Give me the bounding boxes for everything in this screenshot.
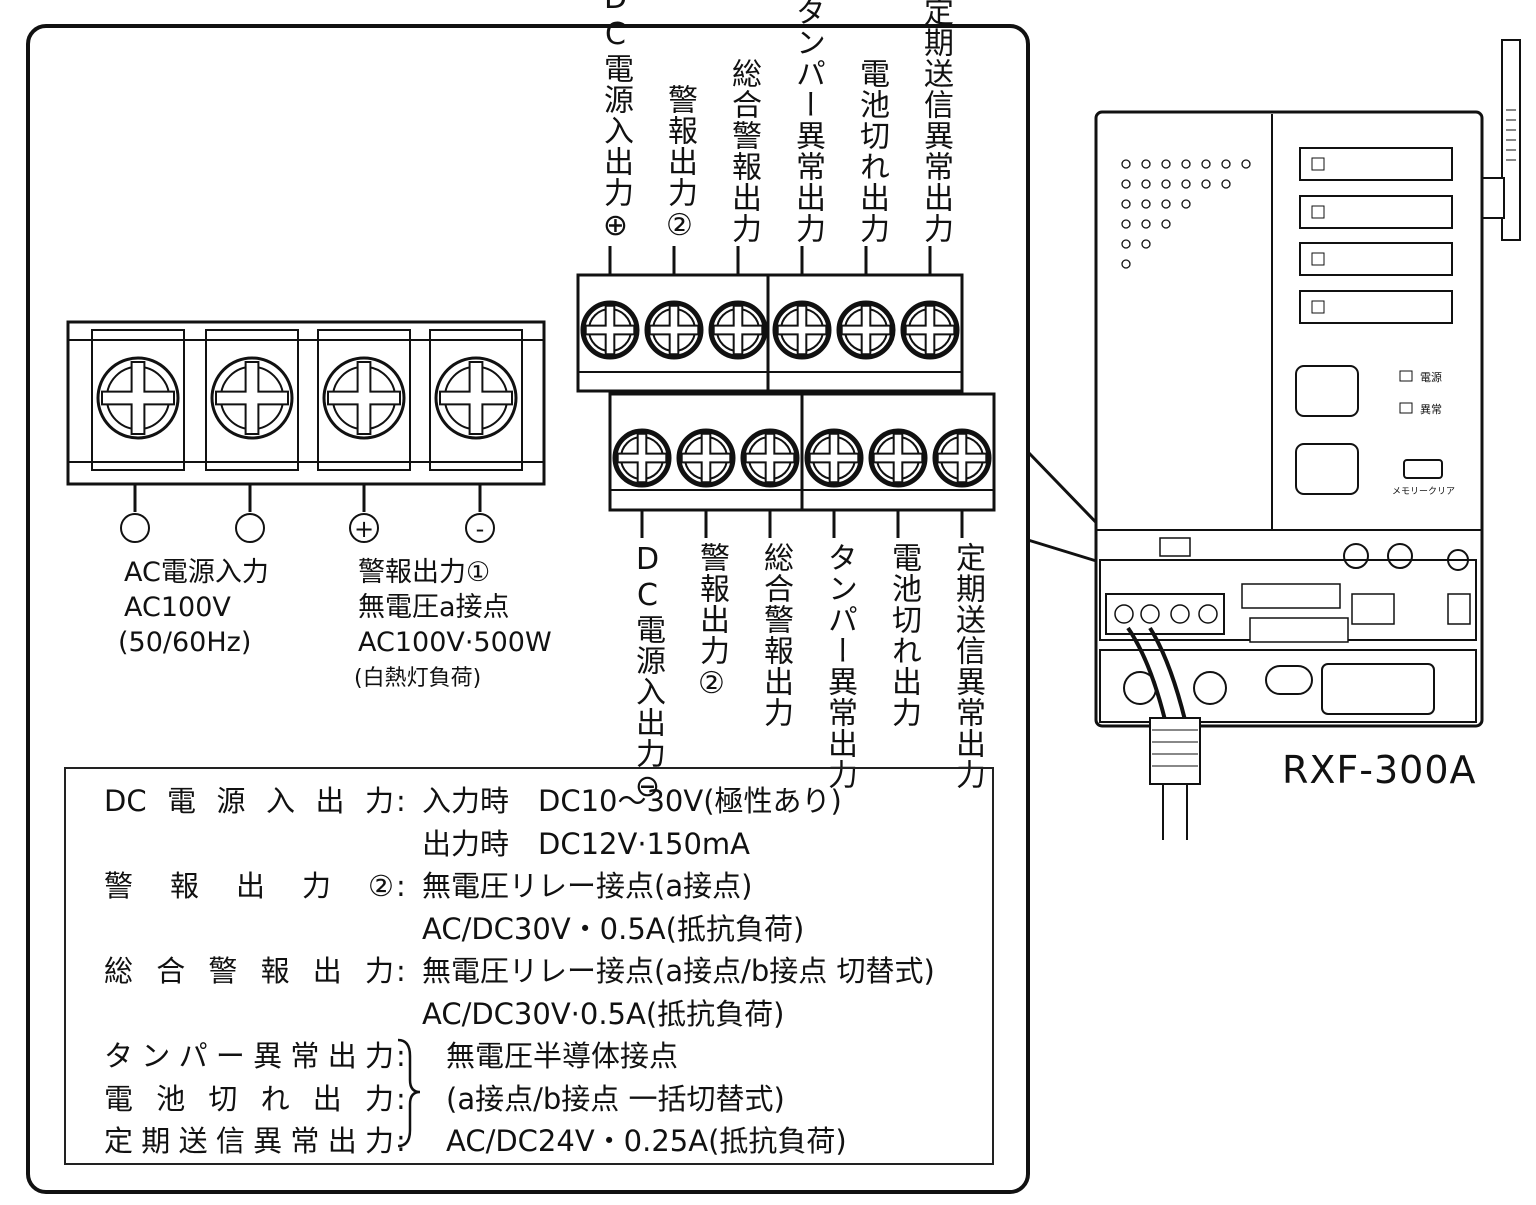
error-led-label: 異常: [1420, 403, 1442, 416]
bottom-label-5: 電池切れ出力: [881, 542, 925, 728]
top-label-5: 電池切れ出力: [849, 58, 893, 244]
bottom-screw-1: [612, 428, 672, 488]
spec-colon: :: [396, 784, 406, 818]
top-screw-4: [772, 300, 832, 360]
spec-colon: :: [396, 869, 406, 903]
ac-terminal-mark-1: [120, 513, 150, 543]
top-label-text: DC電源入出力: [598, 0, 633, 208]
device-illustration: 電源 異常 メモリークリア: [1094, 39, 1521, 840]
top-label-1: DC電源入出力⊕: [593, 0, 637, 244]
plus-sign: +: [354, 515, 374, 543]
bottom-terminal-block: [608, 392, 996, 538]
top-label-text: 電池切れ出力: [854, 58, 889, 244]
top-screw-2: [644, 300, 704, 360]
top-label-2: 警報出力②: [657, 84, 701, 244]
bottom-label-3: 総合警報出力: [753, 542, 797, 728]
top-label-4: タンパー異常出力: [785, 0, 829, 244]
spec-colon: :: [396, 1081, 406, 1116]
top-screw-5: [836, 300, 896, 360]
alarm-contact-label: 無電圧a接点: [358, 592, 510, 623]
callout-frame: [26, 24, 1030, 1194]
top-label-text: 総合警報出力: [726, 58, 761, 244]
alarm-rating-label: AC100V·500W: [358, 627, 552, 658]
spec-table: DC電源入出力: 入力時 DC10～30V(極性あり) 出力時 DC12V·150m…: [64, 767, 994, 1165]
bottom-label-text: DC電源入出力: [630, 542, 665, 769]
ac-screw-2: [210, 356, 294, 440]
top-label-6: 定期送信異常出力: [913, 0, 957, 244]
spec-label: DC電源入出力: [104, 784, 394, 818]
ac-screw-4: [434, 356, 518, 440]
bottom-label-sign: ②: [694, 666, 729, 702]
alarm-output-1-label: 警報出力①: [358, 557, 491, 588]
minus-sign: -: [476, 515, 485, 543]
memory-clear-label: メモリークリア: [1392, 486, 1455, 497]
spec-value: 無電圧半導体接点: [446, 1039, 679, 1073]
spec-value: 無電圧リレー接点(a接点/b接点 切替式): [422, 954, 935, 988]
bottom-label-text: 総合警報出力: [758, 542, 793, 728]
bottom-label-text: 定期送信異常出力: [950, 542, 985, 790]
bottom-screw-4: [804, 428, 864, 488]
bottom-label-text: 電池切れ出力: [886, 542, 921, 728]
plus-terminal-mark: [349, 513, 379, 543]
spec-value: 無電圧リレー接点(a接点): [422, 869, 753, 903]
power-led-label: 電源: [1420, 370, 1442, 384]
bottom-label-text: 警報出力: [694, 542, 729, 666]
model-name: RXF-300A: [1282, 748, 1477, 792]
spec-label: 総合警報出力: [104, 954, 394, 988]
bottom-screw-2: [676, 428, 736, 488]
top-screw-3: [708, 300, 768, 360]
bottom-label-text: タンパー異常出力: [822, 542, 857, 790]
spec-value: AC/DC24V・0.25A(抵抗負荷): [446, 1124, 847, 1158]
spec-label: 定期送信異常出力: [104, 1124, 394, 1158]
spec-value: (a接点/b接点 一括切替式): [446, 1081, 785, 1116]
top-label-text: タンパー異常出力: [790, 0, 825, 244]
spec-value: 入力時 DC10～30V(極性あり): [422, 784, 842, 818]
spec-label: 電池切れ出力: [104, 1081, 394, 1116]
spec-colon: :: [396, 1124, 406, 1158]
spec-value: AC/DC30V·0.5A(抵抗負荷): [422, 996, 785, 1031]
ac-screw-1: [96, 356, 180, 440]
top-label-text: 警報出力: [662, 84, 697, 208]
ac-frequency-label: (50/60Hz): [118, 627, 252, 658]
spec-value: 出力時 DC12V·150mA: [422, 826, 750, 861]
ac-screw-3: [322, 356, 406, 440]
bottom-label-1: DC電源入出力⊖: [625, 542, 669, 805]
spec-colon: :: [396, 954, 406, 988]
top-terminal-block: [576, 246, 964, 393]
bottom-label-6: 定期送信異常出力: [945, 542, 989, 790]
top-label-sign: ②: [662, 208, 697, 244]
top-label-sign: ⊕: [598, 208, 633, 244]
spec-colon: :: [396, 1039, 406, 1073]
ac-voltage-label: AC100V: [124, 592, 231, 623]
top-label-3: 総合警報出力: [721, 58, 765, 244]
top-screw-1: [580, 300, 640, 360]
spec-value: AC/DC30V・0.5A(抵抗負荷): [422, 911, 805, 946]
spec-label: 警報出力②: [104, 869, 394, 903]
bottom-label-4: タンパー異常出力: [817, 542, 861, 790]
memory-clear-switch: [1403, 459, 1443, 479]
ac-terminal-block: + -: [66, 320, 546, 543]
spec-label: タンパー異常出力: [104, 1039, 394, 1073]
top-label-text: 定期送信異常出力: [918, 0, 953, 244]
ac-input-label: AC電源入力: [124, 557, 269, 588]
device-button-1: [1295, 365, 1359, 417]
bottom-label-sign: ⊖: [630, 769, 665, 805]
ac-terminal-mark-2: [235, 513, 265, 543]
minus-terminal-mark: [465, 513, 495, 543]
speaker-grille: [1121, 159, 1251, 269]
cable-gland: [1149, 717, 1201, 785]
spec-brace: [397, 1038, 421, 1148]
bottom-screw-6: [932, 428, 992, 488]
bottom-label-2: 警報出力②: [689, 542, 733, 702]
top-screw-6: [900, 300, 960, 360]
bottom-screw-3: [740, 428, 800, 488]
device-button-2: [1295, 443, 1359, 495]
bottom-screw-5: [868, 428, 928, 488]
alarm-load-label: (白熱灯負荷): [354, 666, 482, 691]
